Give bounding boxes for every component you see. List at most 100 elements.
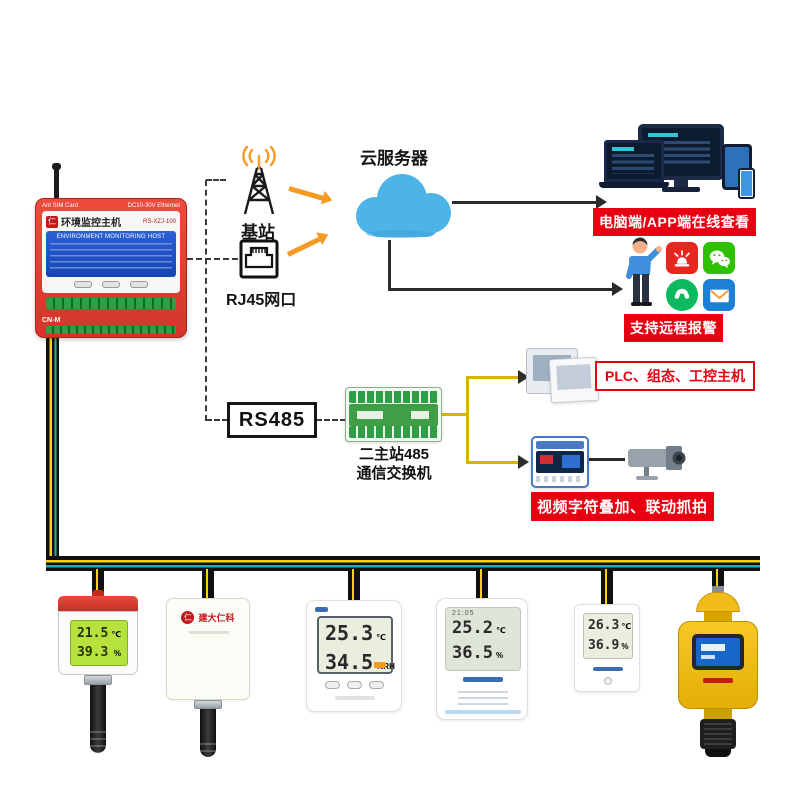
line-to-video bbox=[466, 461, 520, 464]
pc-app-tag: 电脑端/APP端在线查看 bbox=[593, 208, 756, 236]
cable-drop-sensor-4 bbox=[476, 569, 488, 601]
cloud-server bbox=[342, 166, 458, 251]
cloud-icon bbox=[356, 174, 451, 238]
remote-alarm-tag: 支持远程报警 bbox=[624, 314, 723, 342]
video-device-vents bbox=[536, 476, 584, 482]
sensor-panel-meter: 26.3 ℃ 36.9 % bbox=[574, 604, 640, 692]
sensor5-button bbox=[604, 677, 612, 685]
orange-arrow-rj45-to-cloud bbox=[286, 236, 322, 257]
sensor4-humidity: 36.5 bbox=[452, 643, 493, 663]
dashed-line-rs485-to-switch bbox=[316, 419, 346, 421]
switch-label-line1: 二主站485 bbox=[358, 446, 430, 463]
switch-terminal-strip bbox=[349, 391, 438, 403]
line-switch-out bbox=[442, 413, 469, 416]
host-button bbox=[102, 281, 120, 288]
rs485-switch-device bbox=[345, 387, 442, 442]
dashed-line-to-rs485 bbox=[206, 419, 228, 421]
sensor5-humidity-unit: % bbox=[621, 642, 629, 651]
rj45-port bbox=[238, 238, 280, 285]
sensor1-temp-unit: ℃ bbox=[111, 630, 121, 639]
sensor3-decor-bar bbox=[335, 696, 375, 700]
host-button bbox=[130, 281, 148, 288]
base-station-tower bbox=[224, 145, 294, 223]
sensor4-logo bbox=[463, 677, 503, 682]
phone-screen bbox=[741, 171, 752, 196]
host-power-label: DC10-30V Ethernet bbox=[127, 203, 180, 209]
dashed-trunk-line bbox=[205, 180, 207, 421]
switch-chip bbox=[357, 410, 383, 419]
sensor1-humidity-unit: % bbox=[113, 649, 121, 658]
sensor6-dome bbox=[696, 592, 740, 612]
switch-chip bbox=[411, 410, 429, 419]
phone-call-icon bbox=[666, 279, 698, 311]
laptop-base bbox=[599, 182, 669, 188]
sensor3-orange-mark bbox=[374, 662, 386, 668]
sensor4-temp: 25.2 bbox=[452, 618, 493, 638]
tablet bbox=[722, 144, 752, 190]
sensor3-temp: 25.3 bbox=[325, 621, 374, 645]
sensor6-probe-head bbox=[700, 719, 736, 749]
sensor2-nut bbox=[194, 700, 222, 709]
brand-logo: 仁 bbox=[46, 215, 58, 228]
laptop bbox=[604, 140, 664, 182]
dashed-line-to-base-station bbox=[206, 179, 226, 181]
sensor4-accent bbox=[445, 710, 521, 714]
alarm-icon bbox=[666, 242, 698, 274]
person-figure bbox=[618, 236, 666, 321]
tower-icon bbox=[242, 145, 276, 215]
email-icon bbox=[703, 279, 735, 311]
line-video-to-camera bbox=[589, 458, 625, 461]
sensor2-body: 仁 建大仁科 bbox=[166, 598, 250, 700]
line-to-plc bbox=[466, 376, 520, 379]
plc-screen bbox=[556, 364, 592, 390]
arrowhead-to-pc bbox=[596, 195, 607, 209]
sensor1-probe bbox=[90, 685, 106, 753]
cable-host-down bbox=[46, 336, 59, 560]
switch-pcb bbox=[349, 403, 438, 426]
plc-panel-front bbox=[548, 356, 600, 404]
switch-label-line2: 通信交换机 bbox=[356, 464, 432, 482]
brand-seal-icon: 仁 bbox=[181, 611, 195, 624]
host-terminal-strip bbox=[46, 298, 176, 309]
video-overlay-device bbox=[531, 436, 589, 488]
sensor3-button bbox=[324, 681, 340, 689]
cctv-camera bbox=[624, 438, 694, 489]
sensor6-lcd bbox=[696, 638, 740, 666]
monitor-stand bbox=[674, 180, 688, 187]
sensor2-decor-line bbox=[189, 631, 229, 634]
host-front-panel: 仁 环境监控主机 RS-XZJ-100 ENVIRONMENT MONITORI… bbox=[42, 211, 180, 293]
base-station-label: 基站 bbox=[241, 223, 275, 242]
line-switch-branch bbox=[466, 376, 469, 464]
sensor5-logo bbox=[593, 667, 623, 671]
video-tag: 视频字符叠加、联动抓拍 bbox=[531, 492, 714, 521]
sensor4-temp-unit: ℃ bbox=[495, 626, 506, 635]
cable-drop-sensor-2 bbox=[202, 569, 214, 601]
sensor1-knob bbox=[92, 590, 104, 598]
line-to-person bbox=[388, 288, 614, 291]
sensor5-humidity: 36.9 bbox=[588, 638, 620, 653]
sensor3-temp-unit: ℃ bbox=[376, 633, 386, 642]
sensor4-statusbar: 21:05 bbox=[452, 610, 475, 617]
rj45-label: RJ45网口 bbox=[226, 292, 297, 309]
sensor3-button bbox=[346, 681, 362, 689]
sensor5-lcd: 26.3 ℃ 36.9 % bbox=[583, 613, 633, 659]
cloud-label: 云服务器 bbox=[360, 149, 428, 168]
sensor1-humidity: 39.3 bbox=[77, 645, 109, 660]
line-cloud-to-pc bbox=[452, 201, 598, 204]
host-screen-text: ENVIRONMENT MONITORING HOST bbox=[56, 234, 166, 240]
dashed-line-host-to-rj45 bbox=[187, 258, 238, 260]
sensor3-logo bbox=[315, 607, 328, 612]
sensor4-body: 21:05 25.2 ℃ 36.5 % bbox=[436, 598, 528, 720]
sensor1-temp: 21.5 bbox=[77, 626, 109, 641]
plc-tag: PLC、组态、工控主机 bbox=[595, 361, 755, 391]
sensor6-red-label bbox=[703, 678, 733, 683]
sensor2-probe bbox=[200, 709, 216, 757]
sensor5-temp: 26.3 bbox=[588, 618, 620, 633]
host-button bbox=[74, 281, 92, 288]
sensor2-brand-text: 建大仁科 bbox=[198, 613, 235, 623]
cable-drop-sensor-5 bbox=[601, 569, 613, 607]
host-screen-readings bbox=[50, 243, 172, 271]
smartphone bbox=[738, 168, 755, 199]
sensor6-display-window bbox=[692, 634, 744, 670]
sensor-gas-detector bbox=[674, 586, 762, 772]
